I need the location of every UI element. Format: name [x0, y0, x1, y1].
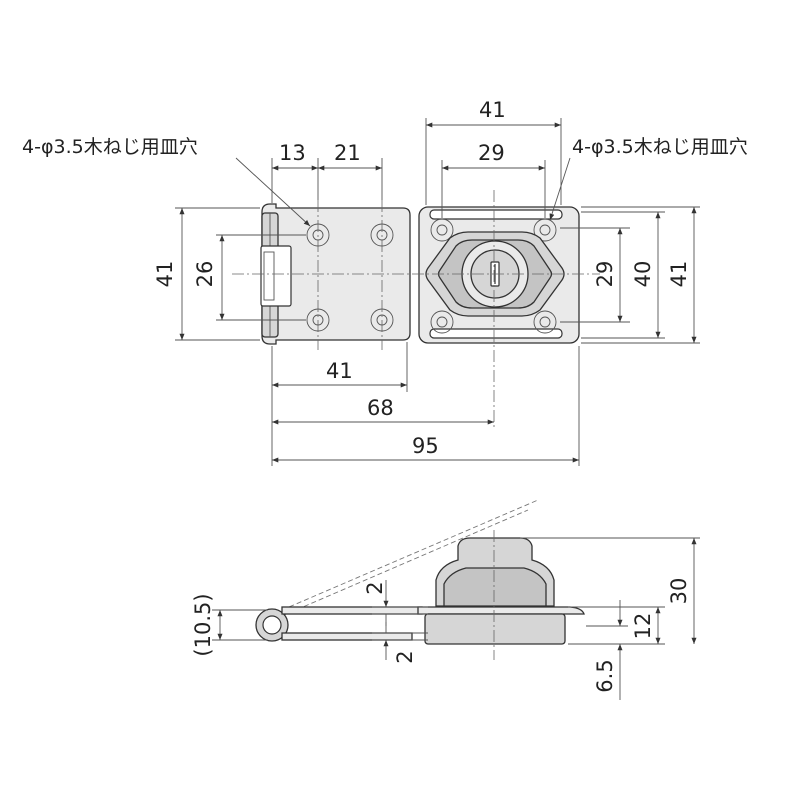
dim-30: 30 — [667, 578, 691, 605]
dim-41-top: 41 — [479, 98, 506, 122]
dim-41-bottom: 41 — [326, 359, 353, 383]
dim-2-upper: 2 — [363, 581, 387, 594]
dim-41-left: 41 — [153, 261, 177, 288]
dim-29-top: 29 — [478, 141, 505, 165]
countersunk-hole — [430, 218, 454, 242]
lock-body — [418, 206, 580, 344]
dim-29-right: 29 — [593, 261, 617, 288]
hole-note-right: 4-φ3.5木ねじ用皿穴 — [572, 136, 748, 158]
dim-21: 21 — [334, 141, 361, 165]
top-view: 4-φ3.5木ねじ用皿穴 4-φ3.5木ねじ用皿穴 13 21 41 29 41… — [22, 98, 748, 466]
side-view: (10.5) 2 2 30 12 6.5 — [191, 499, 700, 700]
countersunk-hole — [430, 310, 454, 334]
dim-26: 26 — [193, 261, 217, 288]
countersunk-hole — [533, 310, 557, 334]
hinge-knuckle — [255, 608, 289, 642]
dim-2-lower: 2 — [393, 650, 417, 663]
dim-40: 40 — [631, 261, 655, 288]
dim-41-right: 41 — [667, 261, 691, 288]
dim-13: 13 — [279, 141, 306, 165]
dim-6-5: 6.5 — [593, 659, 617, 692]
lock-dome — [435, 537, 555, 607]
countersunk-hole — [533, 218, 557, 242]
dim-68: 68 — [367, 396, 394, 420]
dim-10-5: (10.5) — [191, 593, 215, 656]
dim-12: 12 — [631, 613, 655, 640]
dim-95: 95 — [412, 434, 439, 458]
hole-note-left: 4-φ3.5木ねじ用皿穴 — [22, 136, 198, 158]
